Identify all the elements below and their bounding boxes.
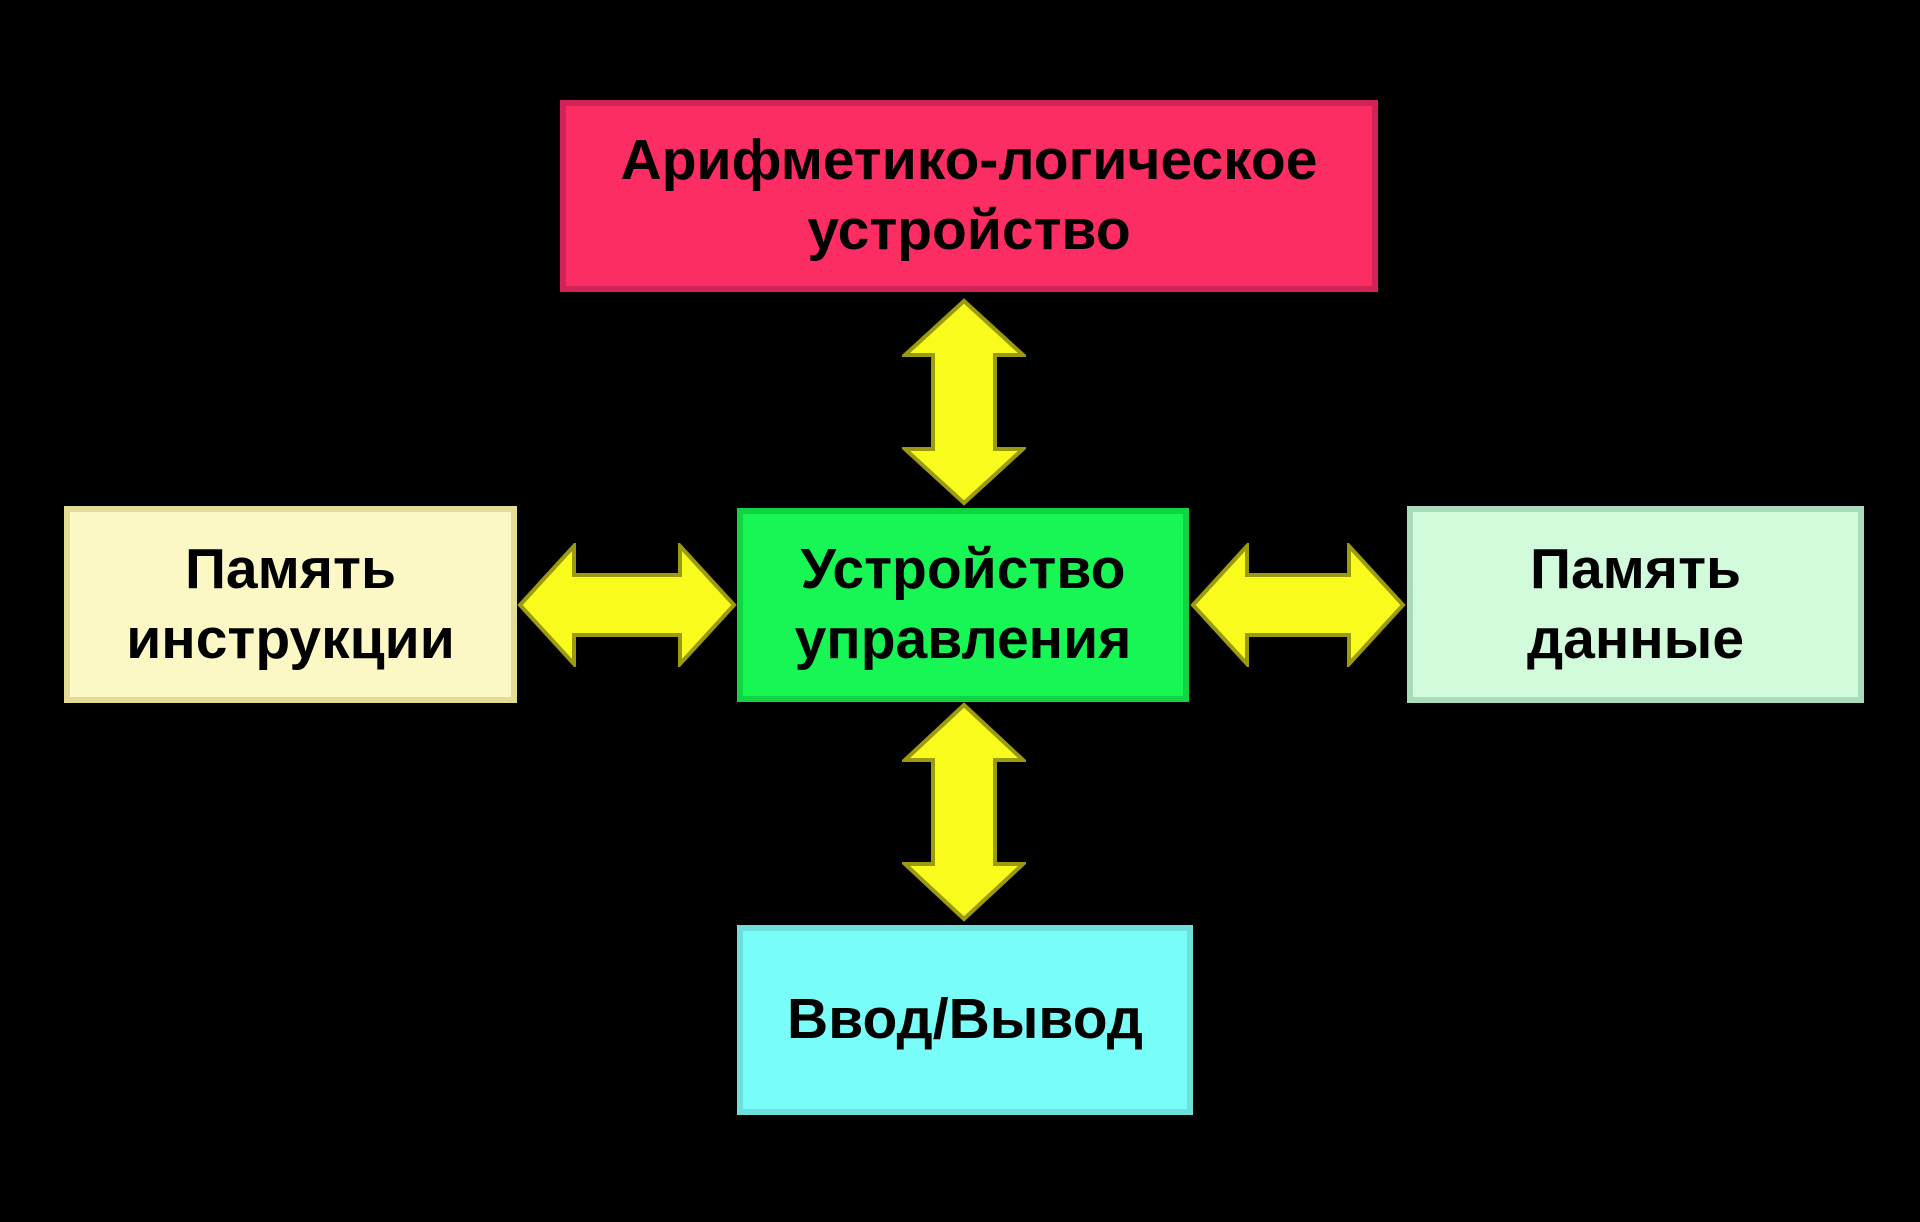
io-label: Ввод/Вывод [787,985,1143,1055]
double-arrow-control-alu-icon [902,298,1026,506]
data-memory-label-line2: данные [1526,606,1745,671]
data-memory-label: Память данные [1527,535,1744,674]
data-memory-box: Память данные [1407,506,1864,703]
control-unit-label-line1: Устройство [800,537,1126,602]
instruction-memory-label-line2: инструкции [126,606,455,671]
io-box: Ввод/Вывод [737,925,1193,1115]
alu-label-line2: устройство [807,198,1131,262]
double-arrow-control-data-memory-icon [1190,543,1406,667]
alu-box: Арифметико-логическое устройство [560,100,1378,292]
alu-label-line1: Арифметико-логическое [620,128,1318,193]
instruction-memory-box: Память инструкции [64,506,517,703]
control-unit-box: Устройство управления [737,508,1189,702]
instruction-memory-label-line1: Память [184,536,397,601]
double-arrow-control-instruction-memory-icon [517,543,737,667]
alu-label: Арифметико-логическое устройство [621,126,1318,265]
data-memory-label-line1: Память [1529,536,1742,601]
io-label-line1: Ввод/Вывод [787,987,1143,1052]
double-arrow-control-io-icon [902,702,1026,922]
control-unit-label-line2: управления [794,607,1132,671]
instruction-memory-label: Память инструкции [126,535,455,674]
control-unit-label: Устройство управления [795,535,1132,674]
